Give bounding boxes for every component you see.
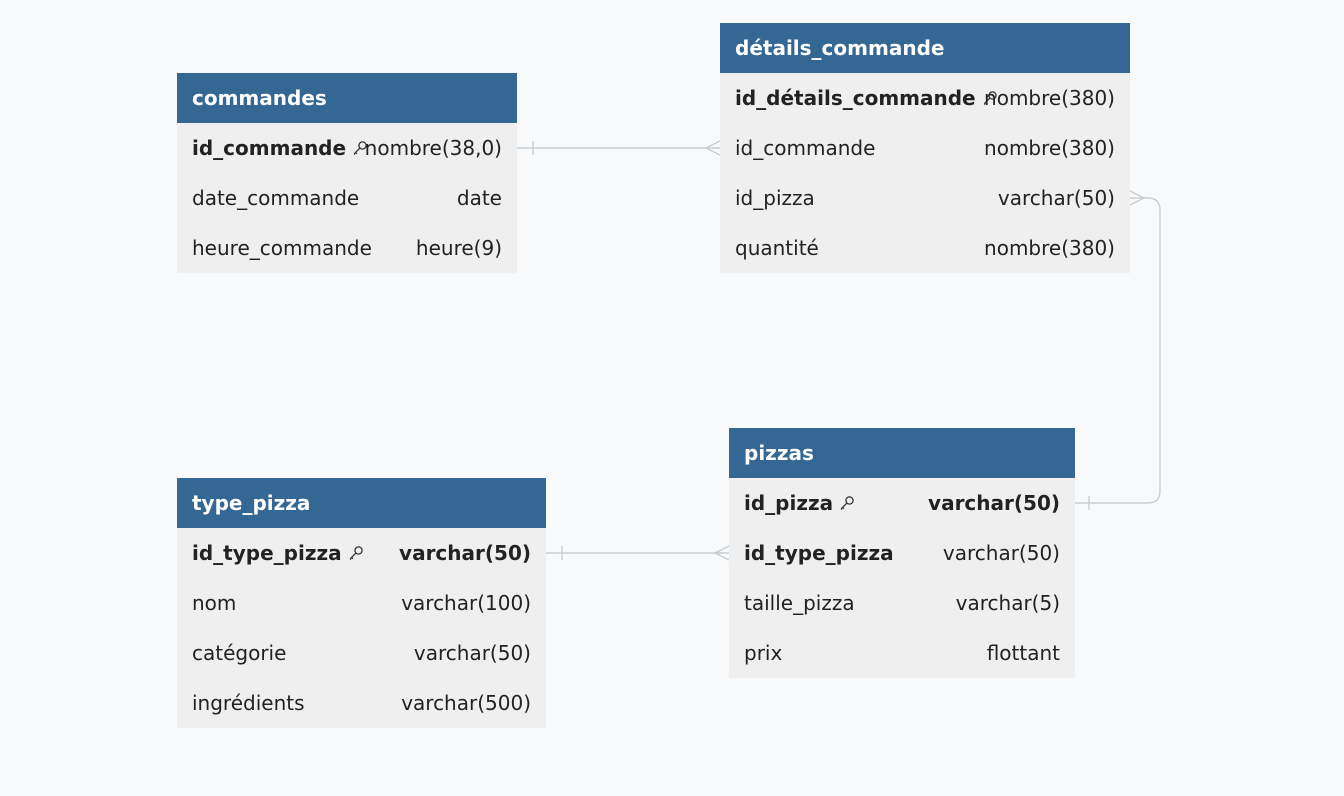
many-cardinality-mark: [705, 140, 721, 156]
column-name-cell: id_type_pizza: [744, 528, 894, 578]
column-name: taille_pizza: [744, 591, 855, 615]
column-type: nombre(380): [984, 136, 1115, 160]
crow-foot-line: [705, 140, 721, 149]
column-name: heure_commande: [192, 236, 372, 260]
primary-key-icon: [982, 90, 998, 106]
column-name-cell: id_commande: [192, 123, 368, 173]
column-type: varchar(50): [413, 641, 531, 665]
column-row[interactable]: catégorie varchar(50): [177, 628, 546, 678]
column-type: flottant: [986, 641, 1060, 665]
column-row[interactable]: id_type_pizza varchar(50): [177, 528, 546, 578]
column-type: varchar(500): [401, 691, 531, 715]
column-name: id_commande: [735, 136, 876, 160]
column-name-cell: heure_commande: [192, 223, 372, 273]
column-name-cell: taille_pizza: [744, 578, 855, 628]
column-name-cell: id_type_pizza: [192, 528, 364, 578]
column-row[interactable]: id_pizza varchar(50): [720, 173, 1130, 223]
crow-foot-line: [705, 147, 721, 156]
column-row[interactable]: id_commande nombre(380): [720, 123, 1130, 173]
primary-key-icon: [839, 495, 855, 511]
column-name: id_type_pizza: [192, 541, 342, 565]
column-row[interactable]: heure_commande heure(9): [177, 223, 517, 273]
column-row[interactable]: quantité nombre(380): [720, 223, 1130, 273]
column-type: nombre(380): [984, 236, 1115, 260]
column-name: date_commande: [192, 186, 360, 210]
table-title: détails_commande: [720, 23, 1130, 73]
column-name: id_pizza: [735, 186, 815, 210]
column-name: ingrédients: [192, 691, 305, 715]
crow-foot-line: [714, 552, 730, 561]
column-name: id_commande: [192, 136, 347, 160]
column-name-cell: id_commande: [735, 123, 875, 173]
column-name-cell: date_commande: [192, 173, 359, 223]
column-name-cell: id_détails_commande: [735, 73, 998, 123]
column-name-cell: id_pizza: [744, 478, 855, 528]
column-row[interactable]: taille_pizza varchar(5): [729, 578, 1075, 628]
column-type: varchar(50): [928, 491, 1060, 515]
column-row[interactable]: nom varchar(100): [177, 578, 546, 628]
crow-foot-line: [1129, 190, 1145, 199]
column-type: varchar(5): [955, 591, 1060, 615]
column-type: varchar(100): [401, 591, 531, 615]
table-commandes[interactable]: commandes id_commande nombre(38,0) date_com…: [177, 73, 517, 273]
column-name-cell: catégorie: [192, 628, 286, 678]
column-row[interactable]: ingrédients varchar(500): [177, 678, 546, 728]
column-row[interactable]: id_pizza varchar(50): [729, 478, 1075, 528]
column-row[interactable]: prix flottant: [729, 628, 1075, 678]
column-type: heure(9): [415, 236, 502, 260]
column-type: varchar(50): [942, 541, 1060, 565]
column-name-cell: id_pizza: [735, 173, 815, 223]
column-row[interactable]: id_type_pizza varchar(50): [729, 528, 1075, 578]
column-row[interactable]: date_commande date: [177, 173, 517, 223]
crow-foot-line: [1129, 197, 1145, 206]
column-name-cell: nom: [192, 578, 236, 628]
column-type: varchar(50): [997, 186, 1115, 210]
many-cardinality-mark: [714, 545, 730, 561]
column-name: prix: [744, 641, 783, 665]
column-name: nom: [192, 591, 237, 615]
table-title: commandes: [177, 73, 517, 123]
table-type-pizza[interactable]: type_pizza id_type_pizza varchar(50) nom var…: [177, 478, 546, 728]
column-row[interactable]: id_commande nombre(38,0): [177, 123, 517, 173]
column-name-cell: prix: [744, 628, 782, 678]
column-name: id_pizza: [744, 491, 834, 515]
table-title: type_pizza: [177, 478, 546, 528]
many-cardinality-mark: [1129, 190, 1145, 206]
column-type: varchar(50): [399, 541, 531, 565]
column-type: nombre(38,0): [364, 136, 502, 160]
column-name: id_type_pizza: [744, 541, 894, 565]
table-title: pizzas: [729, 428, 1075, 478]
column-row[interactable]: id_détails_commande nombre(380): [720, 73, 1130, 123]
column-name: catégorie: [192, 641, 287, 665]
crow-foot-line: [714, 545, 730, 554]
column-name: id_détails_commande: [735, 86, 976, 110]
column-type: date: [456, 186, 502, 210]
column-name-cell: quantité: [735, 223, 819, 273]
column-name: quantité: [735, 236, 819, 260]
column-type: nombre(380): [984, 86, 1115, 110]
primary-key-icon: [348, 545, 364, 561]
primary-key-icon: [352, 140, 368, 156]
column-name-cell: ingrédients: [192, 678, 305, 728]
